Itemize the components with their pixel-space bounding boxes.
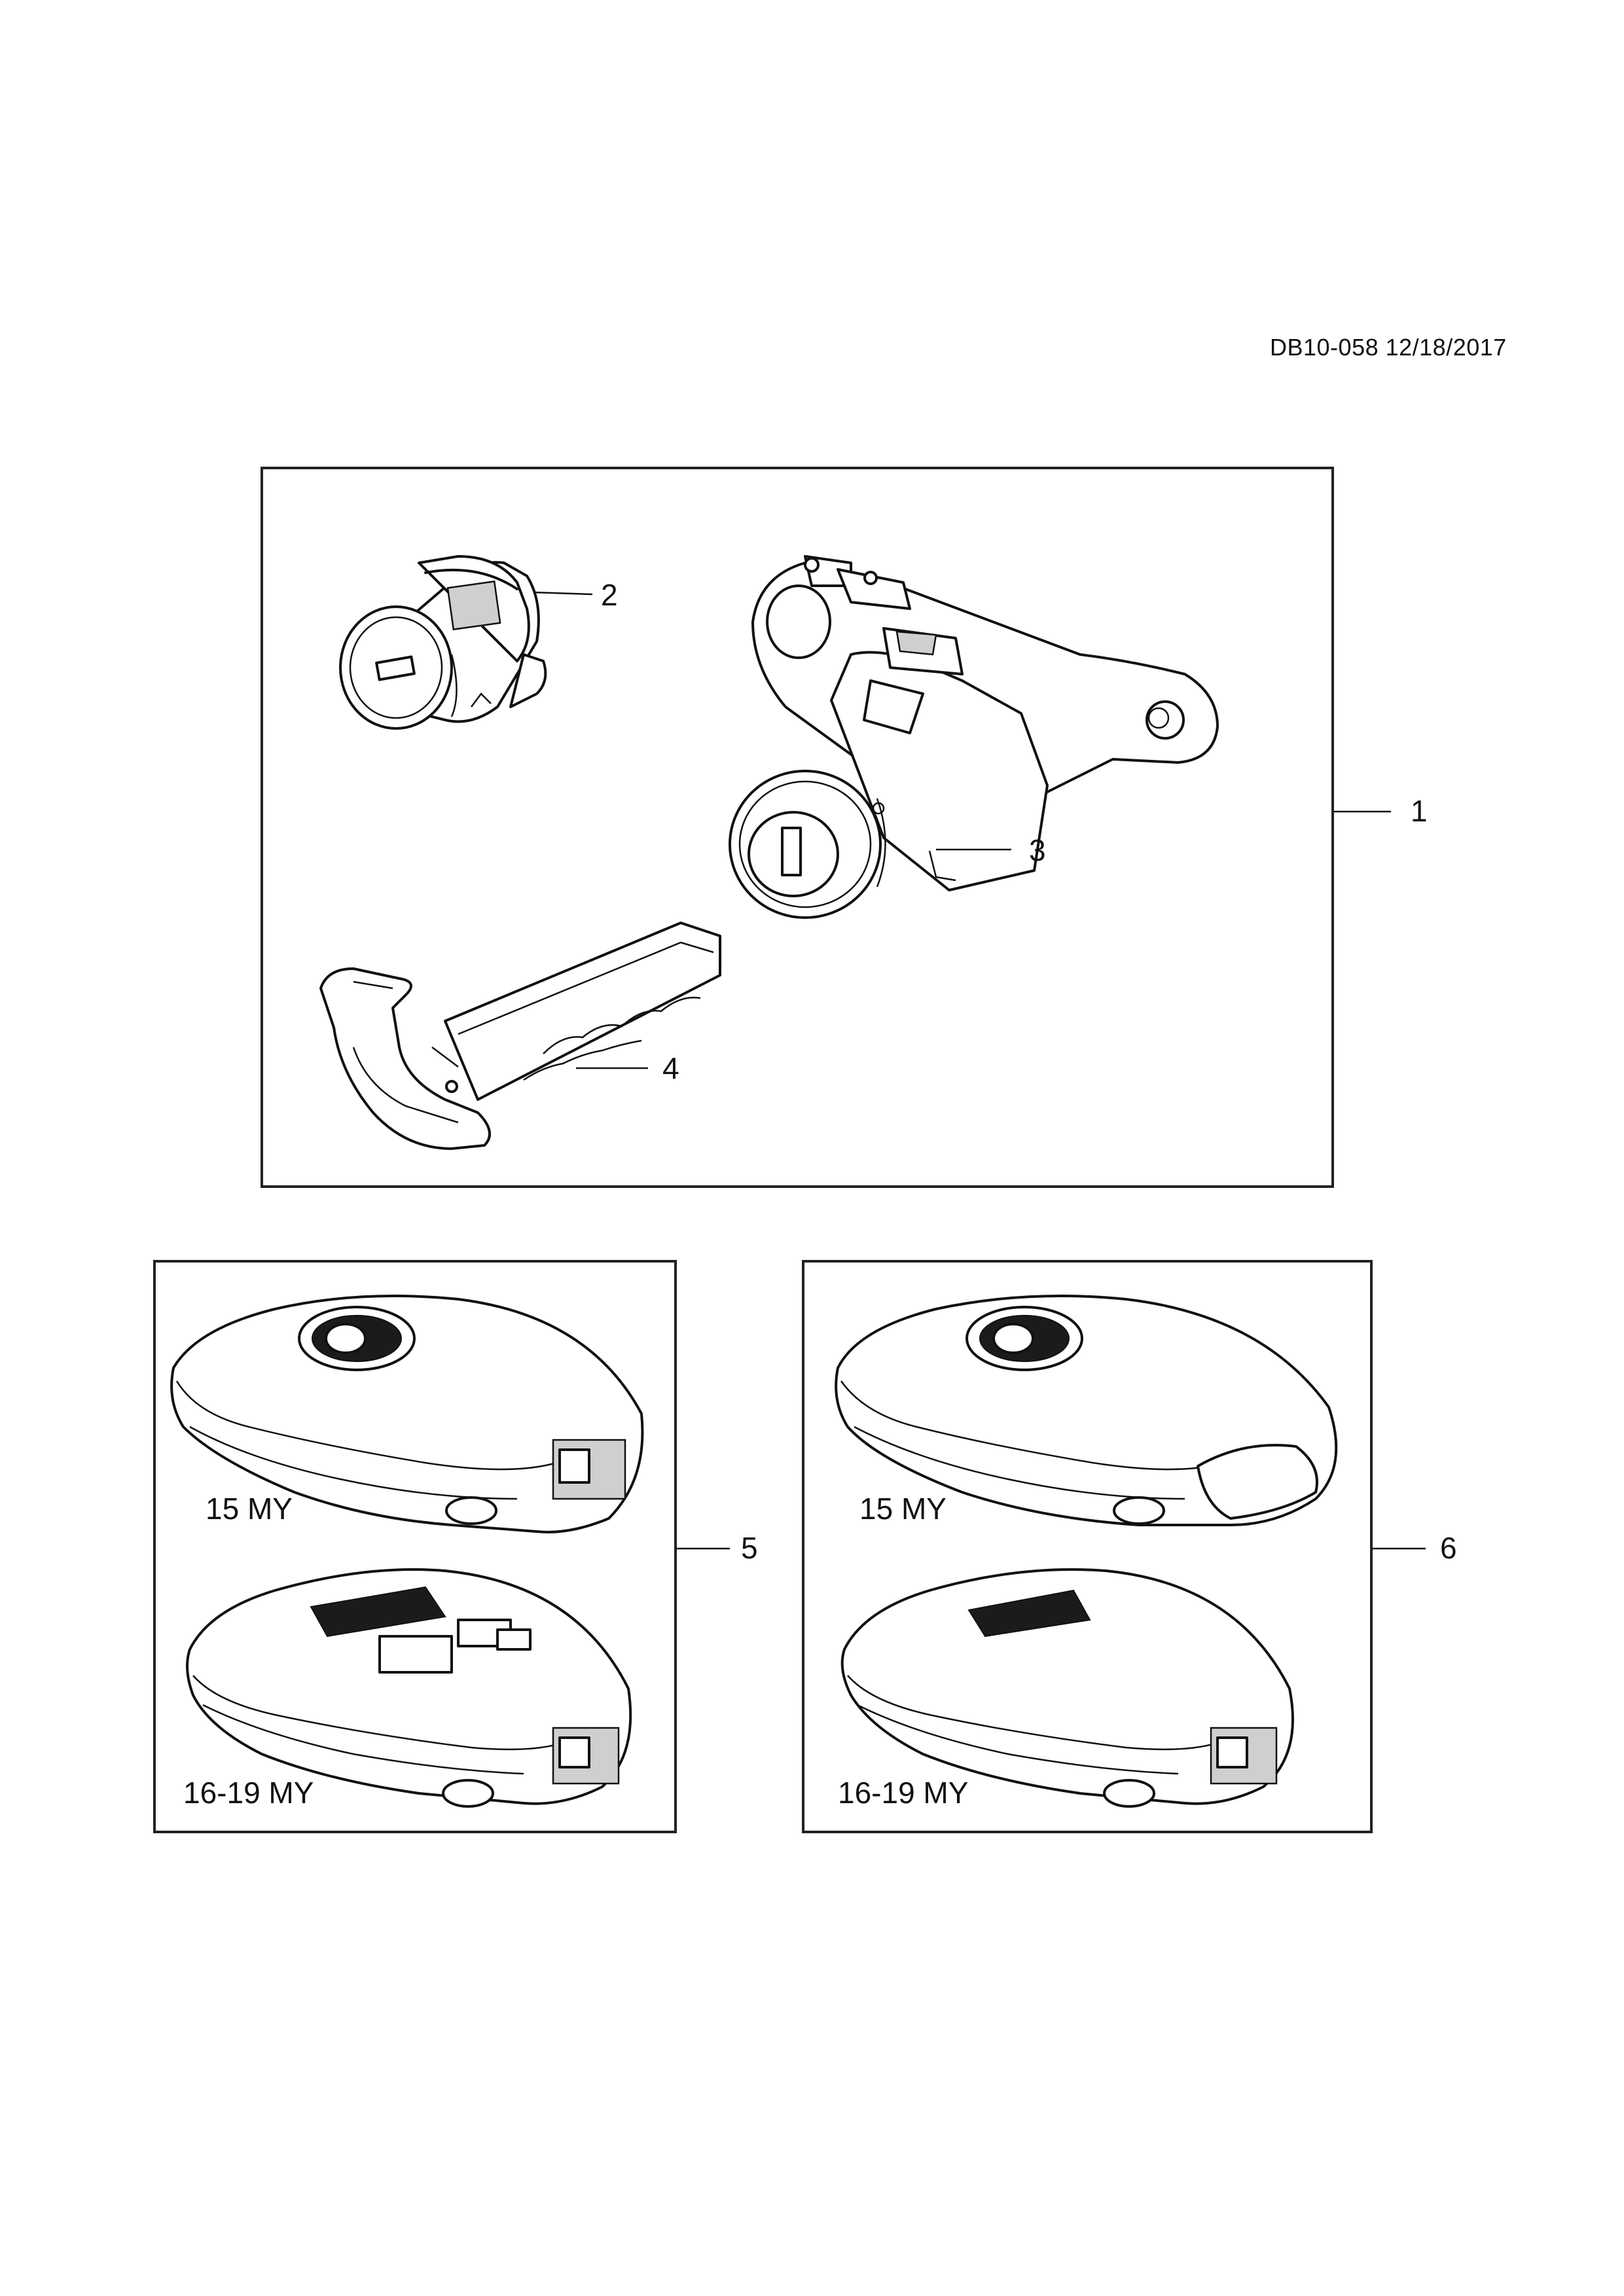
remote-key-fob-icon: [186, 1568, 632, 1808]
callout-2: 2: [601, 578, 618, 612]
callout-6: 6: [1440, 1531, 1457, 1565]
panel-5-label-15my: 15 MY: [206, 1492, 293, 1526]
callout-5: 5: [741, 1531, 758, 1565]
ignition-lock-cylinder-icon: [729, 555, 1219, 919]
panel-key-fob-5: [153, 1260, 677, 1833]
panel-lock-set: [261, 467, 1334, 1188]
door-lock-cylinder-icon: [339, 555, 547, 730]
panel-5-label-16-19my: 16-19 MY: [183, 1776, 314, 1810]
panel-key-fob-6: [802, 1260, 1373, 1833]
callout-1: 1: [1411, 794, 1428, 828]
emergency-key-blade-icon: [319, 922, 721, 1150]
callout-3: 3: [1029, 833, 1046, 867]
panel-6-label-15my: 15 MY: [859, 1492, 947, 1526]
drawing-code: DB10-058 12/18/2017: [1270, 334, 1507, 361]
remote-key-fob-icon: [840, 1568, 1294, 1808]
callout-4: 4: [662, 1051, 679, 1085]
remote-key-fob-icon: [835, 1295, 1338, 1526]
panel-6-label-16-19my: 16-19 MY: [838, 1776, 969, 1810]
remote-key-fob-icon: [170, 1295, 644, 1534]
